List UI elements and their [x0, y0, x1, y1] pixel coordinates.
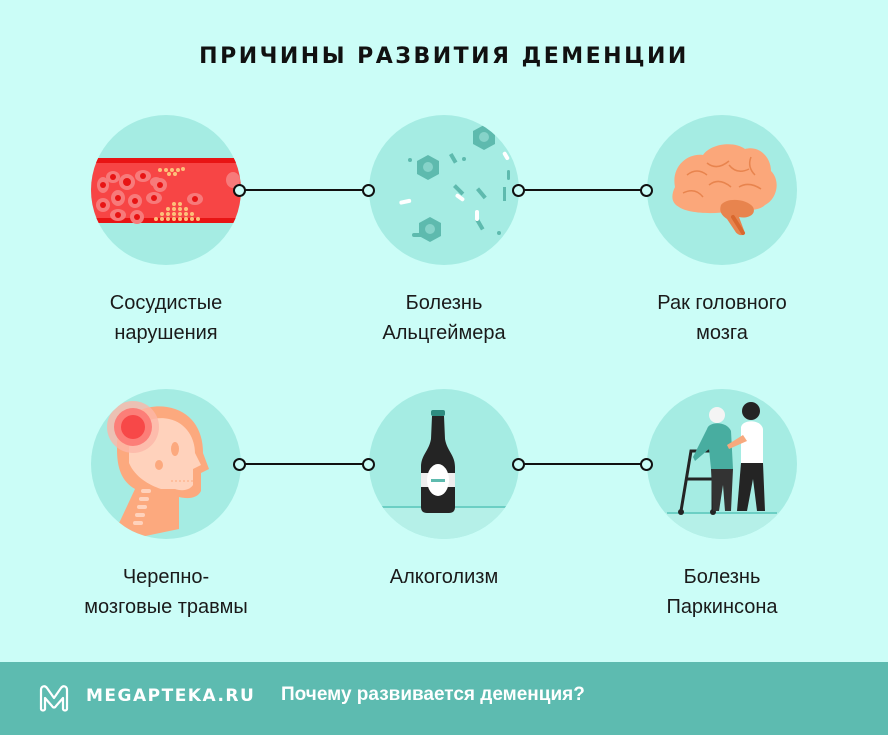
brand-name[interactable]: MEGAPTEKA.RU [86, 686, 256, 706]
connector-line [241, 189, 369, 191]
cause-circle-vascular [91, 115, 241, 265]
cause-label-tbi: Черепно- мозговые травмы [84, 566, 248, 618]
cause-label-vascular: Сосудистые нарушения [109, 292, 223, 344]
cause-label-parkinson: Болезнь Паркинсона [666, 566, 778, 618]
bottle-icon [369, 410, 519, 539]
connector-dot [362, 184, 375, 197]
connector-line [519, 463, 647, 465]
blood-vessel-icon [91, 158, 241, 224]
connector-dot [233, 184, 246, 197]
connector-dot [512, 458, 525, 471]
cause-label-brain-cancer: Рак головного мозга [657, 292, 787, 344]
connector-dot [233, 458, 246, 471]
page-title: ПРИЧИНЫ РАЗВИТИЯ ДЕМЕНЦИИ [199, 44, 689, 69]
neurons-icon [399, 125, 510, 242]
cause-circle-tbi [91, 389, 241, 539]
connector-dot [640, 184, 653, 197]
brain-icon [672, 144, 777, 236]
connector-dot [512, 184, 525, 197]
footer-tagline: Почему развивается деменция? [281, 684, 585, 705]
cause-circle-alcoholism [369, 389, 519, 539]
cause-circle-parkinson [647, 389, 797, 539]
cause-label-alzheimer: Болезнь Альцгеймера [382, 292, 506, 344]
walker-caregiver-icon [657, 402, 787, 539]
cause-label-alcoholism: Алкоголизм [389, 566, 499, 588]
head-injury-icon [107, 401, 209, 539]
connector-line [241, 463, 369, 465]
megapteka-logo-icon [39, 685, 69, 712]
connector-line [519, 189, 647, 191]
cause-circle-brain-cancer [647, 115, 797, 265]
connector-dot [640, 458, 653, 471]
connector-dot [362, 458, 375, 471]
cause-circle-alzheimer [369, 115, 519, 265]
footer-bar [0, 662, 888, 735]
